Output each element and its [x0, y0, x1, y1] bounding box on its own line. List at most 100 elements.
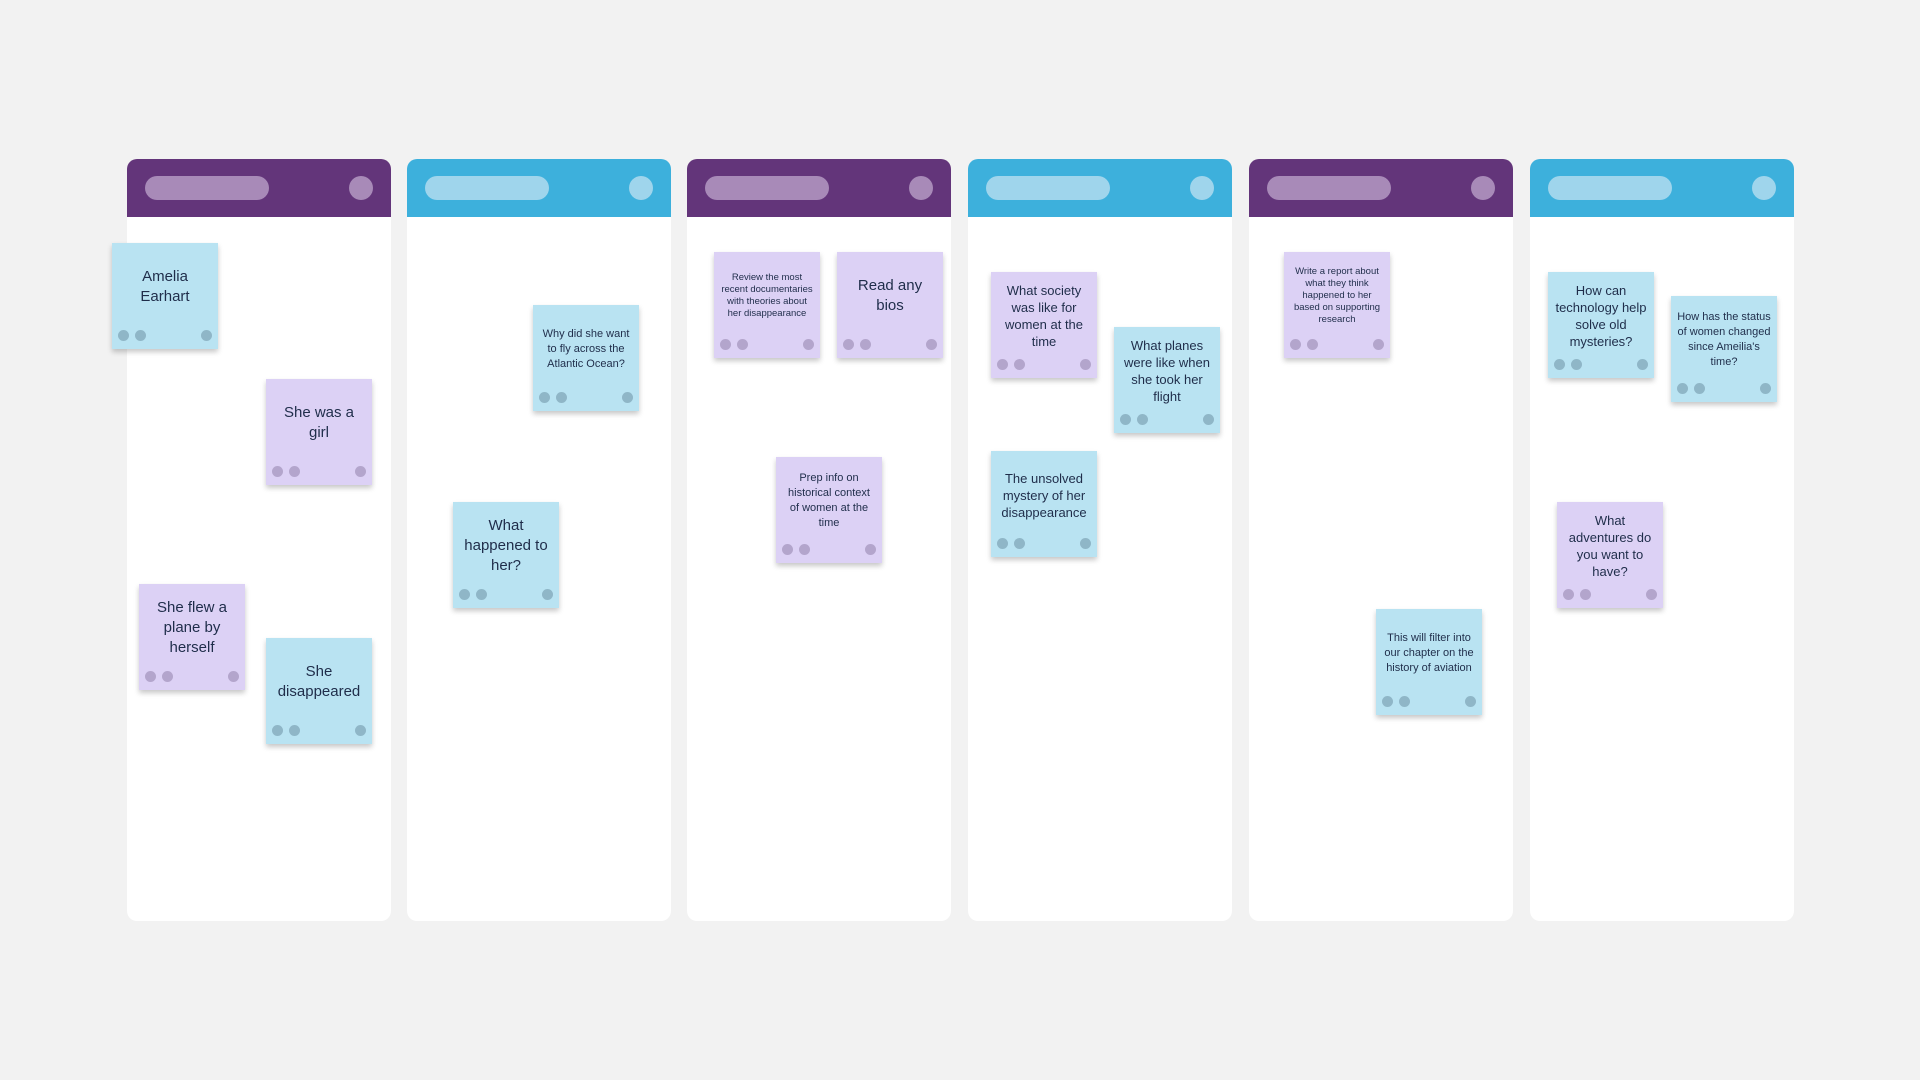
column-menu-button[interactable] [1752, 176, 1776, 200]
note-dot-icon [1382, 696, 1393, 707]
note-dot-icon [1080, 359, 1091, 370]
sticky-note[interactable]: She disappeared [266, 638, 372, 744]
sticky-note[interactable]: She flew a plane by herself [139, 584, 245, 690]
sticky-note[interactable]: What happened to her? [453, 502, 559, 608]
note-dot-icon [1465, 696, 1476, 707]
note-dot-icon [476, 589, 487, 600]
note-dot-icon [799, 544, 810, 555]
note-dot-icon [1290, 339, 1301, 350]
note-dot-icon [1203, 414, 1214, 425]
sticky-note[interactable]: How has the status of women changed sinc… [1671, 296, 1777, 402]
sticky-note[interactable]: Read any bios [837, 252, 943, 358]
sticky-note[interactable]: Prep info on historical context of women… [776, 457, 882, 563]
sticky-note-text: She disappeared [277, 663, 361, 700]
note-dot-icon [997, 538, 1008, 549]
sticky-note-text: How has the status of women changed sinc… [1677, 311, 1771, 368]
sticky-note[interactable]: Write a report about what they think hap… [1284, 252, 1390, 358]
note-dot-icon [1563, 589, 1574, 600]
column-header[interactable] [1530, 159, 1794, 217]
column-menu-button[interactable] [909, 176, 933, 200]
note-dot-icon [622, 392, 633, 403]
column-header[interactable] [407, 159, 671, 217]
note-dot-icon [782, 544, 793, 555]
sticky-note-text: Review the most recent documentaries wit… [721, 272, 813, 319]
note-dot-icon [459, 589, 470, 600]
note-dot-icon [860, 339, 871, 350]
sticky-note-text: She was a girl [283, 404, 355, 441]
column-menu-button[interactable] [1190, 176, 1214, 200]
note-dot-icon [1137, 414, 1148, 425]
note-dot-icon [1080, 538, 1091, 549]
column-header[interactable] [1249, 159, 1513, 217]
column-menu-button[interactable] [349, 176, 373, 200]
sticky-note-text: What society was like for women at the t… [1004, 283, 1084, 349]
note-dot-icon [803, 339, 814, 350]
sticky-note-text: How can technology help solve old myster… [1555, 283, 1647, 349]
note-dot-icon [272, 725, 283, 736]
note-dot-icon [1637, 359, 1648, 370]
sticky-note[interactable]: She was a girl [266, 379, 372, 485]
note-dot-icon [1694, 383, 1705, 394]
note-dot-icon [1373, 339, 1384, 350]
column-menu-button[interactable] [629, 176, 653, 200]
note-dot-icon [843, 339, 854, 350]
note-dot-icon [1571, 359, 1582, 370]
note-dot-icon [865, 544, 876, 555]
column-title-placeholder[interactable] [1267, 176, 1391, 200]
sticky-note[interactable]: What society was like for women at the t… [991, 272, 1097, 378]
note-dot-icon [355, 466, 366, 477]
note-dot-icon [201, 330, 212, 341]
note-dot-icon [737, 339, 748, 350]
note-dot-icon [118, 330, 129, 341]
sticky-note[interactable]: How can technology help solve old myster… [1548, 272, 1654, 378]
note-dot-icon [162, 671, 173, 682]
note-dot-icon [1014, 538, 1025, 549]
sticky-note[interactable]: What planes were like when she took her … [1114, 327, 1220, 433]
note-dot-icon [1014, 359, 1025, 370]
note-dot-icon [1307, 339, 1318, 350]
sticky-note[interactable]: Why did she want to fly across the Atlan… [533, 305, 639, 411]
sticky-note[interactable]: This will filter into our chapter on the… [1376, 609, 1482, 715]
column-menu-button[interactable] [1471, 176, 1495, 200]
sticky-note[interactable]: Amelia Earhart [112, 243, 218, 349]
note-dot-icon [135, 330, 146, 341]
note-dot-icon [1399, 696, 1410, 707]
sticky-note[interactable]: The unsolved mystery of her disappearanc… [991, 451, 1097, 557]
column-header[interactable] [127, 159, 391, 217]
column-header[interactable] [968, 159, 1232, 217]
sticky-note-text: Write a report about what they think hap… [1293, 266, 1381, 325]
note-dot-icon [289, 725, 300, 736]
note-dot-icon [1580, 589, 1591, 600]
column-header[interactable] [687, 159, 951, 217]
sticky-note-text: What planes were like when she took her … [1124, 338, 1210, 404]
sticky-note-text: What happened to her? [464, 517, 548, 574]
note-dot-icon [1120, 414, 1131, 425]
note-dot-icon [1646, 589, 1657, 600]
sticky-note[interactable]: What adventures do you want to have? [1557, 502, 1663, 608]
note-dot-icon [539, 392, 550, 403]
sticky-note-text: Why did she want to fly across the Atlan… [542, 327, 630, 370]
sticky-note-text: The unsolved mystery of her disappearanc… [1001, 470, 1087, 520]
column-title-placeholder[interactable] [705, 176, 829, 200]
sticky-note[interactable]: Review the most recent documentaries wit… [714, 252, 820, 358]
note-dot-icon [720, 339, 731, 350]
column-title-placeholder[interactable] [986, 176, 1110, 200]
note-dot-icon [1554, 359, 1565, 370]
sticky-note-text: This will filter into our chapter on the… [1384, 631, 1474, 674]
sticky-note-text: Amelia Earhart [140, 268, 190, 305]
note-dot-icon [272, 466, 283, 477]
column-title-placeholder[interactable] [145, 176, 269, 200]
column-title-placeholder[interactable] [1548, 176, 1672, 200]
sticky-note-text: Read any bios [857, 277, 923, 314]
note-dot-icon [355, 725, 366, 736]
note-dot-icon [556, 392, 567, 403]
note-dot-icon [1677, 383, 1688, 394]
note-dot-icon [1760, 383, 1771, 394]
sticky-note-text: She flew a plane by herself [156, 599, 228, 656]
note-dot-icon [926, 339, 937, 350]
note-dot-icon [145, 671, 156, 682]
note-dot-icon [542, 589, 553, 600]
column-title-placeholder[interactable] [425, 176, 549, 200]
note-dot-icon [289, 466, 300, 477]
